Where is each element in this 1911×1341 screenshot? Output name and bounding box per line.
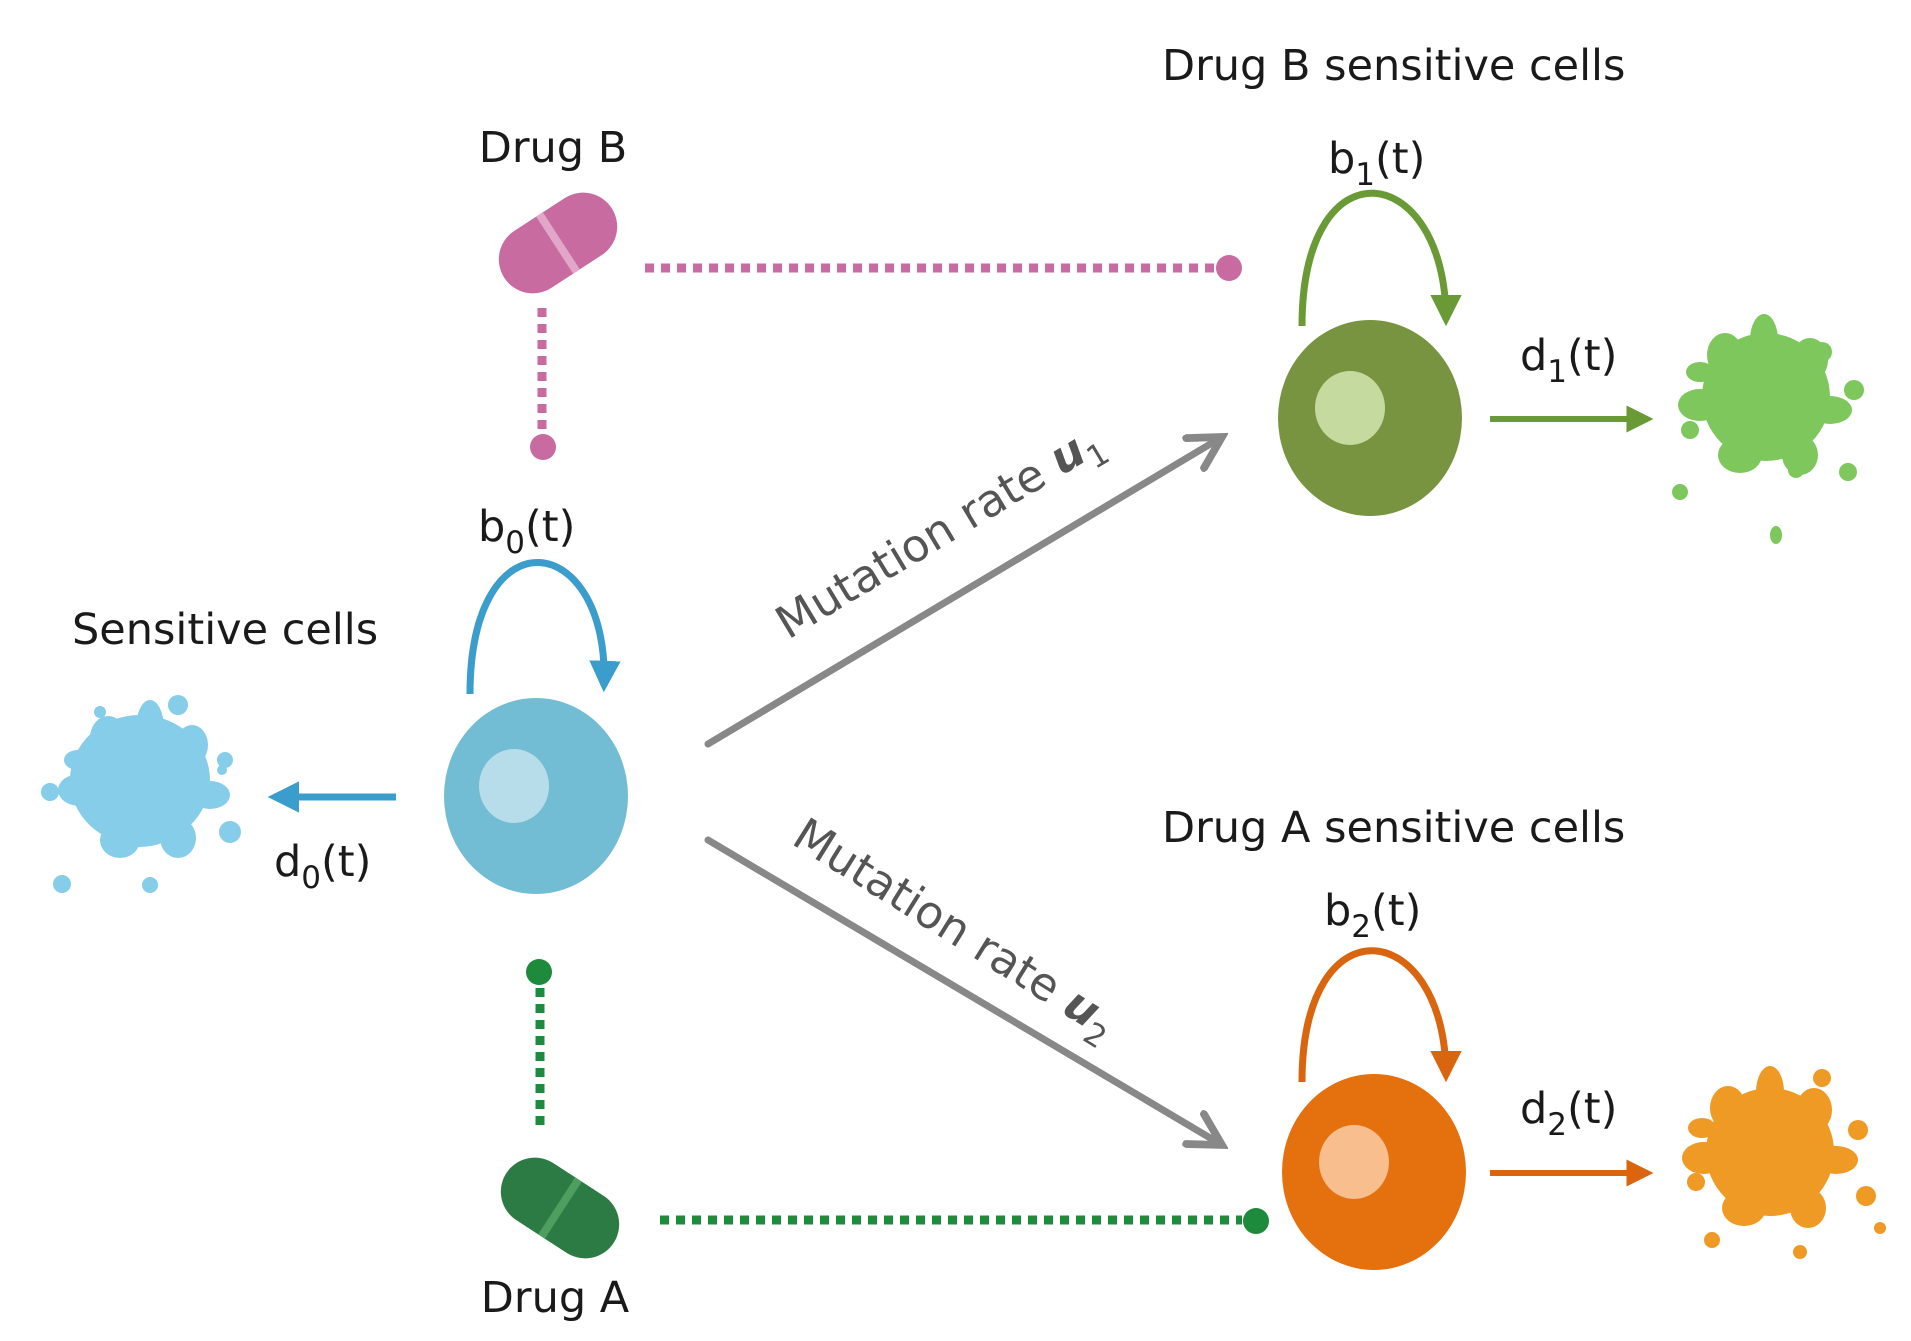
sensitive-cell xyxy=(444,698,628,894)
birth-rate-b1-label: b1(t) xyxy=(1328,134,1425,193)
mutation-arrow-u1 xyxy=(704,437,1222,748)
sensitive-cells-label: Sensitive cells xyxy=(72,605,378,655)
drug-a-label: Drug A xyxy=(481,1273,630,1323)
drug-a-inhibition-end-sensitive xyxy=(526,959,552,985)
drug-b-sensitive-cells-label: Drug B sensitive cells xyxy=(1162,41,1625,91)
mutation-arrow-u2 xyxy=(704,836,1222,1145)
sensitive-birth-loop-arrow xyxy=(466,559,621,695)
drug-b-sensitive-cell xyxy=(1278,320,1462,516)
drug-b-pill-icon xyxy=(498,192,618,294)
drug-a-sensitive-cell xyxy=(1282,1074,1466,1270)
death-rate-d2-label: d2(t) xyxy=(1520,1084,1617,1143)
drug-b-inhibition-end-b xyxy=(1216,255,1242,281)
drug-a-birth-loop-arrow xyxy=(1298,947,1462,1083)
mutation-rate-u2-label: Mutation rate u2 xyxy=(779,807,1126,1056)
drug-b-label: Drug B xyxy=(479,123,628,173)
death-rate-d1-label: d1(t) xyxy=(1520,331,1617,390)
drug-a-pill-icon xyxy=(500,1157,620,1259)
sensitive-cell-death-splat-icon xyxy=(41,695,241,893)
birth-rate-b2-label: b2(t) xyxy=(1324,886,1421,945)
death-rate-d0-label: d0(t) xyxy=(274,837,371,896)
drug-a-inhibition-end-a xyxy=(1243,1208,1269,1234)
drug-b-cell-death-splat-icon xyxy=(1672,314,1864,544)
drug-a-cell-death-splat-icon xyxy=(1682,1066,1886,1259)
drug-b-birth-loop-arrow xyxy=(1298,189,1462,327)
drug-b-inhibition-end-sensitive xyxy=(530,434,556,460)
birth-rate-b0-label: b0(t) xyxy=(478,502,575,561)
drug-a-sensitive-cells-label: Drug A sensitive cells xyxy=(1162,803,1625,853)
